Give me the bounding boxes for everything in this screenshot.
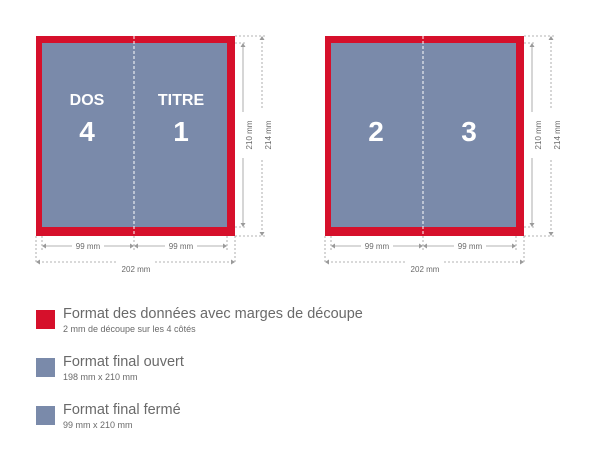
total-width-label: 202 mm [411,265,440,274]
panel-width-label: 99 mm [458,242,483,251]
legend-subtitle: 2 mm de découpe sur les 4 côtés [63,324,196,334]
panel-right [423,43,516,227]
height-label: 210 mm [245,120,254,149]
dimension-guides [35,35,265,264]
panel-left [331,43,423,227]
spread-2: 2 3 99 mm 99 mm 202 mm 210 [324,35,562,274]
panel-number: 1 [173,116,189,147]
total-width-label: 202 mm [122,265,151,274]
legend-item-bleed-format: Format des données avec marges de découp… [36,306,576,346]
panel-number: 3 [461,116,477,147]
legend-subtitle: 99 mm x 210 mm [63,420,133,430]
blue-swatch [36,406,55,425]
red-swatch [36,310,55,329]
height-label: 210 mm [534,120,543,149]
format-diagram: DOS 4 TITRE 1 99 mm 99 mm [35,35,562,274]
panel-label: TITRE [158,92,205,109]
legend-item-closed-format: Format final fermé 99 mm x 210 mm [36,402,576,442]
bleed-height-label: 214 mm [264,120,273,149]
blue-swatch [36,358,55,377]
panel-right [134,43,227,227]
bleed-height-label: 214 mm [553,120,562,149]
legend-subtitle: 198 mm x 210 mm [63,372,138,382]
dimension-arrows [325,36,554,265]
spread-1: DOS 4 TITRE 1 99 mm 99 mm [35,35,273,274]
panel-label: DOS [70,92,105,109]
legend-title: Format final fermé [63,402,181,418]
legend-item-open-format: Format final ouvert 198 mm x 210 mm [36,354,576,394]
panel-left [42,43,134,227]
panel-number: 2 [368,116,384,147]
panel-number: 4 [79,116,95,147]
legend-title: Format des données avec marges de découp… [63,306,363,322]
panel-width-label: 99 mm [169,242,194,251]
dimension-arrows [36,36,265,265]
dimension-guides [324,35,554,264]
legend-title: Format final ouvert [63,354,184,370]
panel-width-label: 99 mm [76,242,101,251]
panel-width-label: 99 mm [365,242,390,251]
